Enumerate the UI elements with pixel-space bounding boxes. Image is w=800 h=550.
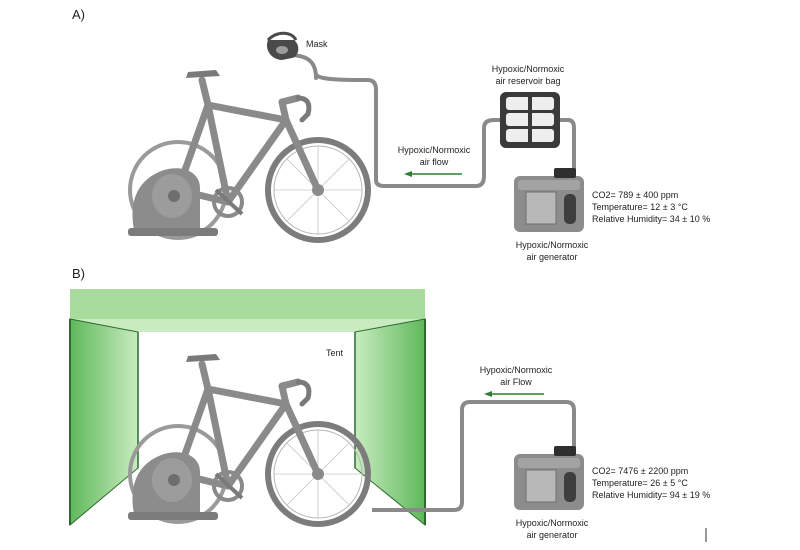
a-reading-co2: CO2= 789 ± 400 ppm <box>592 190 678 200</box>
tent-icon <box>69 289 426 527</box>
a-reading-humidity: Relative Humidity= 34 ± 10 % <box>592 214 710 224</box>
panel-a-label: A) <box>72 7 85 22</box>
reservoir-bag-icon <box>500 92 560 148</box>
a-flow-label-line-2: air flow <box>420 157 449 167</box>
panel-a: A) Mask Hypoxic/Normoxic air reservoir b… <box>72 7 710 262</box>
b-generator-label-line-1: Hypoxic/Normoxic <box>516 518 589 528</box>
b-reading-humidity: Relative Humidity= 94 ± 19 % <box>592 490 710 500</box>
panel-b-label: B) <box>72 266 85 281</box>
b-smart-trainer-icon <box>128 452 218 520</box>
bag-label-line-2: air reservoir bag <box>495 76 560 86</box>
b-flow-label-line-2: air Flow <box>500 377 532 387</box>
a-flow-arrow <box>404 171 462 177</box>
mask-icon <box>266 31 299 60</box>
a-reading-temperature: Temperature= 12 ± 3 °C <box>592 202 688 212</box>
a-flow-label-line-1: Hypoxic/Normoxic <box>398 145 471 155</box>
a-air-generator-icon <box>513 167 585 233</box>
b-air-generator-icon <box>513 445 585 511</box>
tube-icon <box>287 53 576 188</box>
b-flow-label-line-1: Hypoxic/Normoxic <box>480 365 553 375</box>
b-reading-co2: CO2= 7476 ± 2200 ppm <box>592 466 688 476</box>
tent-label: Tent <box>326 348 344 358</box>
a-smart-trainer-icon <box>128 168 218 236</box>
b-generator-label-line-2: air generator <box>526 530 577 540</box>
bag-label-line-1: Hypoxic/Normoxic <box>492 64 565 74</box>
b-flow-arrow <box>484 391 544 397</box>
a-generator-label-line-2: air generator <box>526 252 577 262</box>
mask-label: Mask <box>306 39 328 49</box>
a-generator-label-line-1: Hypoxic/Normoxic <box>516 240 589 250</box>
b-tube-icon <box>372 400 576 512</box>
b-reading-temperature: Temperature= 26 ± 5 °C <box>592 478 688 488</box>
panel-b: B) Tent Hypoxic/Normoxic air Flow CO2= 7… <box>69 266 710 542</box>
